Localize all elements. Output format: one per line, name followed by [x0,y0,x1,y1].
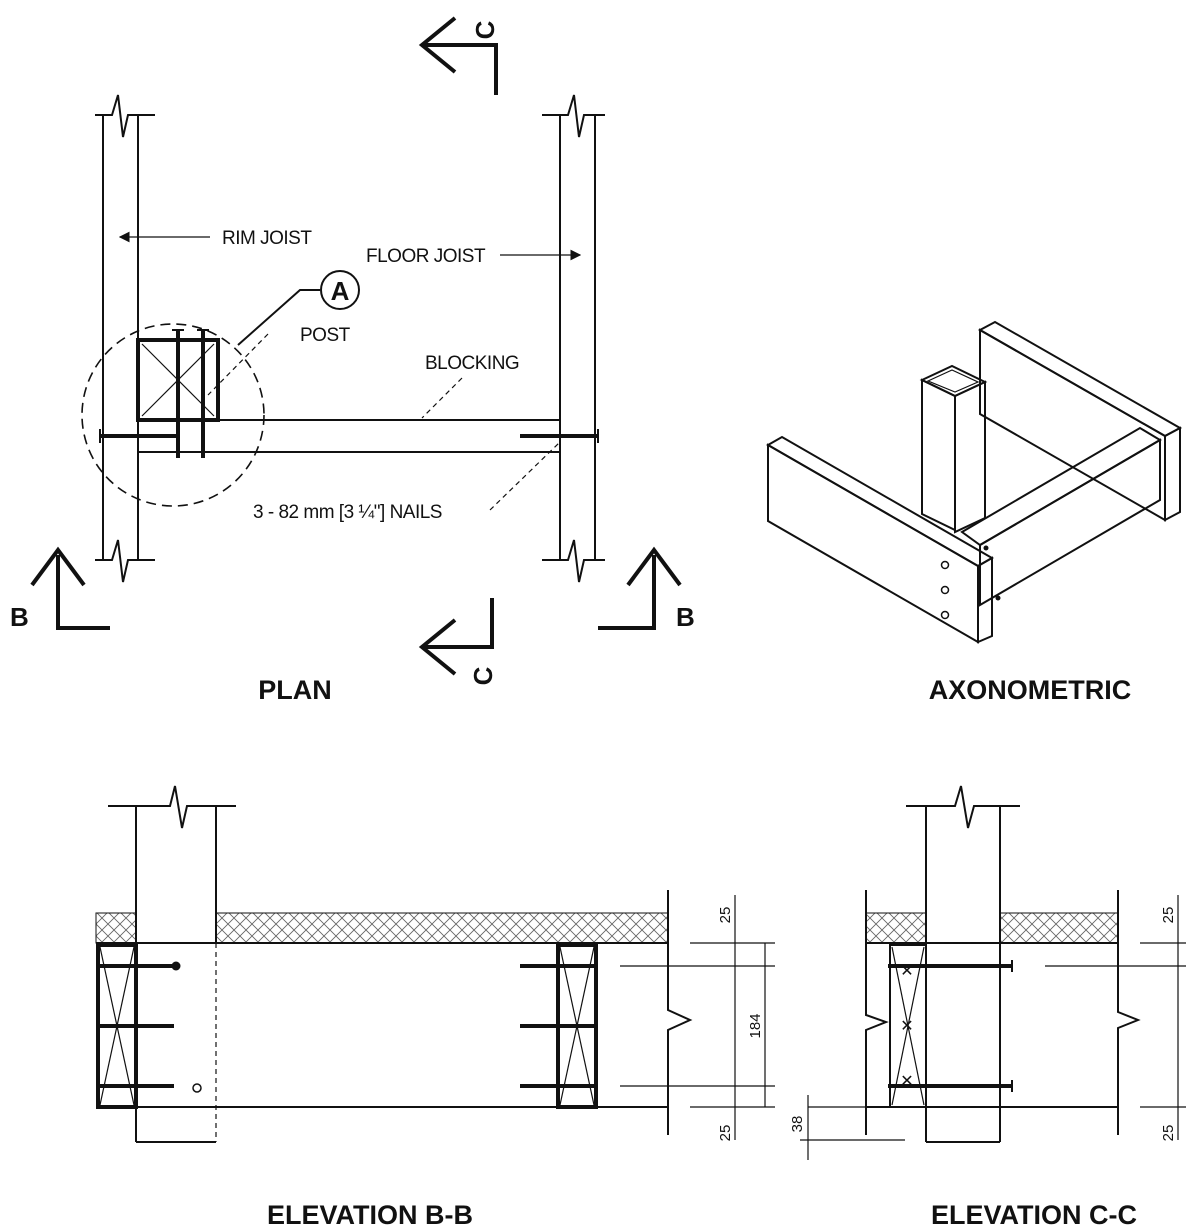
svg-text:184: 184 [747,1013,764,1038]
elevation-bb-view: 25 184 25 ELEVATION B-B [95,785,775,1228]
floor-joist [542,94,605,583]
elevation-bb-title: ELEVATION B-B [267,1200,473,1228]
section-marker-b-right: B [598,546,695,632]
cc-blocking: ✕ ✕ ✕ [889,944,927,1108]
cc-joists [865,890,1141,1135]
svg-text:25: 25 [1160,907,1177,924]
plan-view: A RIM JOIST FLOOR JOIST POST BLOCKING 3 … [10,16,695,705]
svg-text:B: B [10,602,29,632]
plan-title: PLAN [258,675,332,705]
blocking-label: BLOCKING [425,353,519,374]
svg-text:B: B [676,602,695,632]
svg-text:✕: ✕ [900,1018,913,1035]
blocking [138,419,560,453]
axonometric-title: AXONOMETRIC [929,675,1132,705]
subfloor-hatch [215,912,669,944]
svg-text:25: 25 [717,907,734,924]
section-marker-c-top: C [418,16,500,95]
elevation-cc-title: ELEVATION C-C [931,1200,1137,1228]
post-label: POST [300,325,351,346]
detail-callout-a: A [237,270,360,346]
svg-text:25: 25 [1160,1125,1177,1142]
floor-joist-label: FLOOR JOIST [366,246,486,267]
cc-dimensions: 25 25 38 [789,895,1186,1160]
bb-dimensions: 25 184 25 [620,895,775,1141]
axo-right-board [977,320,1183,522]
section-marker-c-bottom: C [418,598,498,685]
axonometric-view: AXONOMETRIC [765,320,1183,705]
detail-a-circle [81,323,265,507]
nails-label: 3 - 82 mm [3 ¼"] NAILS [253,502,442,523]
svg-text:38: 38 [789,1116,806,1133]
rim-joist-label: RIM JOIST [222,228,312,249]
axo-blocking [960,426,1162,607]
nails-leader [489,441,561,511]
bb-nails [96,961,598,1093]
axo-post [919,364,988,534]
svg-text:A: A [331,276,350,306]
plan-nails [99,329,599,458]
rim-joist [95,94,155,583]
axo-left-board [765,435,1001,644]
section-marker-b-left: B [10,546,110,632]
svg-text:25: 25 [717,1125,734,1142]
cc-nails [888,960,1013,1092]
svg-text:C: C [468,666,498,685]
elevation-cc-view: ✕ ✕ ✕ 25 25 38 ELEVATION C-C [789,785,1186,1228]
svg-text:C: C [470,20,500,39]
blocking-leader [421,377,463,419]
